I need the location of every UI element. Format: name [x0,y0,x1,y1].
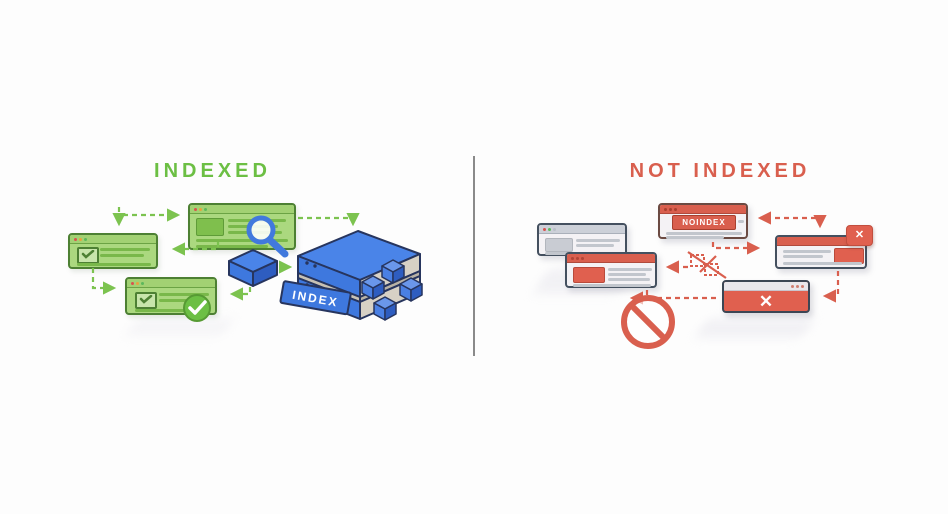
window-dot-icon [796,284,799,288]
window-title-bar [567,254,655,263]
text-line [228,231,282,234]
checkmark-icon [77,247,99,264]
text-line [608,268,652,271]
text-line [576,244,614,247]
indexed-title: INDEXED [154,160,271,182]
text-line [196,239,288,242]
indexed-page-window-bottom [125,277,217,315]
window-dot-icon [791,284,794,288]
window-dot-icon [571,256,574,260]
blocked-icon [621,295,675,349]
window-title-bar [190,205,294,214]
text-line [228,219,286,222]
content-block [545,238,573,252]
window-dot-green-icon [548,227,551,231]
text-line [196,245,268,248]
window-dot-green-icon [141,281,144,285]
blocked-window-right [775,235,867,269]
window-dot-orange-icon [199,207,202,211]
text-line [666,236,724,239]
indexed-page-window-left [68,233,158,269]
window-dot-green-icon [204,207,207,211]
index-banner-label: INDEX [291,288,339,310]
shadow-blob [694,318,816,338]
window-title-bar [724,282,808,291]
data-box [228,249,278,287]
blocked-x-icon: ✕ [758,292,774,311]
text-line [100,248,150,251]
blocked-window-bottom: ✕ [722,280,810,313]
window-dot-icon [581,256,584,260]
text-line [783,262,862,265]
window-dot-red-icon [543,227,546,231]
window-title-bar [660,205,746,214]
text-line [666,232,742,235]
text-line [783,250,831,253]
window-title-bar [127,279,215,288]
text-line [738,220,744,223]
text-line [100,254,144,257]
window-dot-orange-icon [79,237,82,241]
text-line [608,278,650,281]
not-indexed-title: NOT INDEXED [629,160,811,182]
window-title-bar [539,225,625,234]
window-dot-green-icon [84,237,87,241]
index-banner: INDEX [279,280,352,316]
window-dot-red-icon [194,207,197,211]
window-title-bar [70,235,156,244]
window-dot-orange-icon [136,281,139,285]
text-line [783,255,823,258]
text-line [228,225,278,228]
data-cubes [361,259,423,321]
content-block [573,267,605,283]
window-dot-icon [576,256,579,260]
noindex-badge: NOINDEX [672,215,736,230]
checkmark-icon [135,292,157,309]
index-server [297,230,421,320]
window-title-bar [777,237,865,246]
text-line [608,273,646,276]
text-line [135,309,191,312]
close-icon: ✕ [846,225,873,246]
window-dot-icon [801,284,804,288]
text-line [159,293,209,296]
window-dot-gray-icon [553,227,556,231]
text-line [159,299,201,302]
window-dot-icon [664,207,667,211]
text-line [576,239,620,242]
content-block [196,218,224,236]
noindex-window: NOINDEX [658,203,748,239]
window-dot-icon [674,207,677,211]
not-indexed-window-front [565,252,657,288]
window-dot-red-icon [74,237,77,241]
indexed-page-window-top [188,203,296,250]
broken-link-icon [687,251,727,279]
shadow-blob [124,318,236,336]
window-dot-icon [669,207,672,211]
server-led-dots [305,261,317,290]
window-dot-red-icon [131,281,134,285]
divider-line [473,156,475,356]
text-line [77,263,151,266]
text-line [573,284,651,287]
